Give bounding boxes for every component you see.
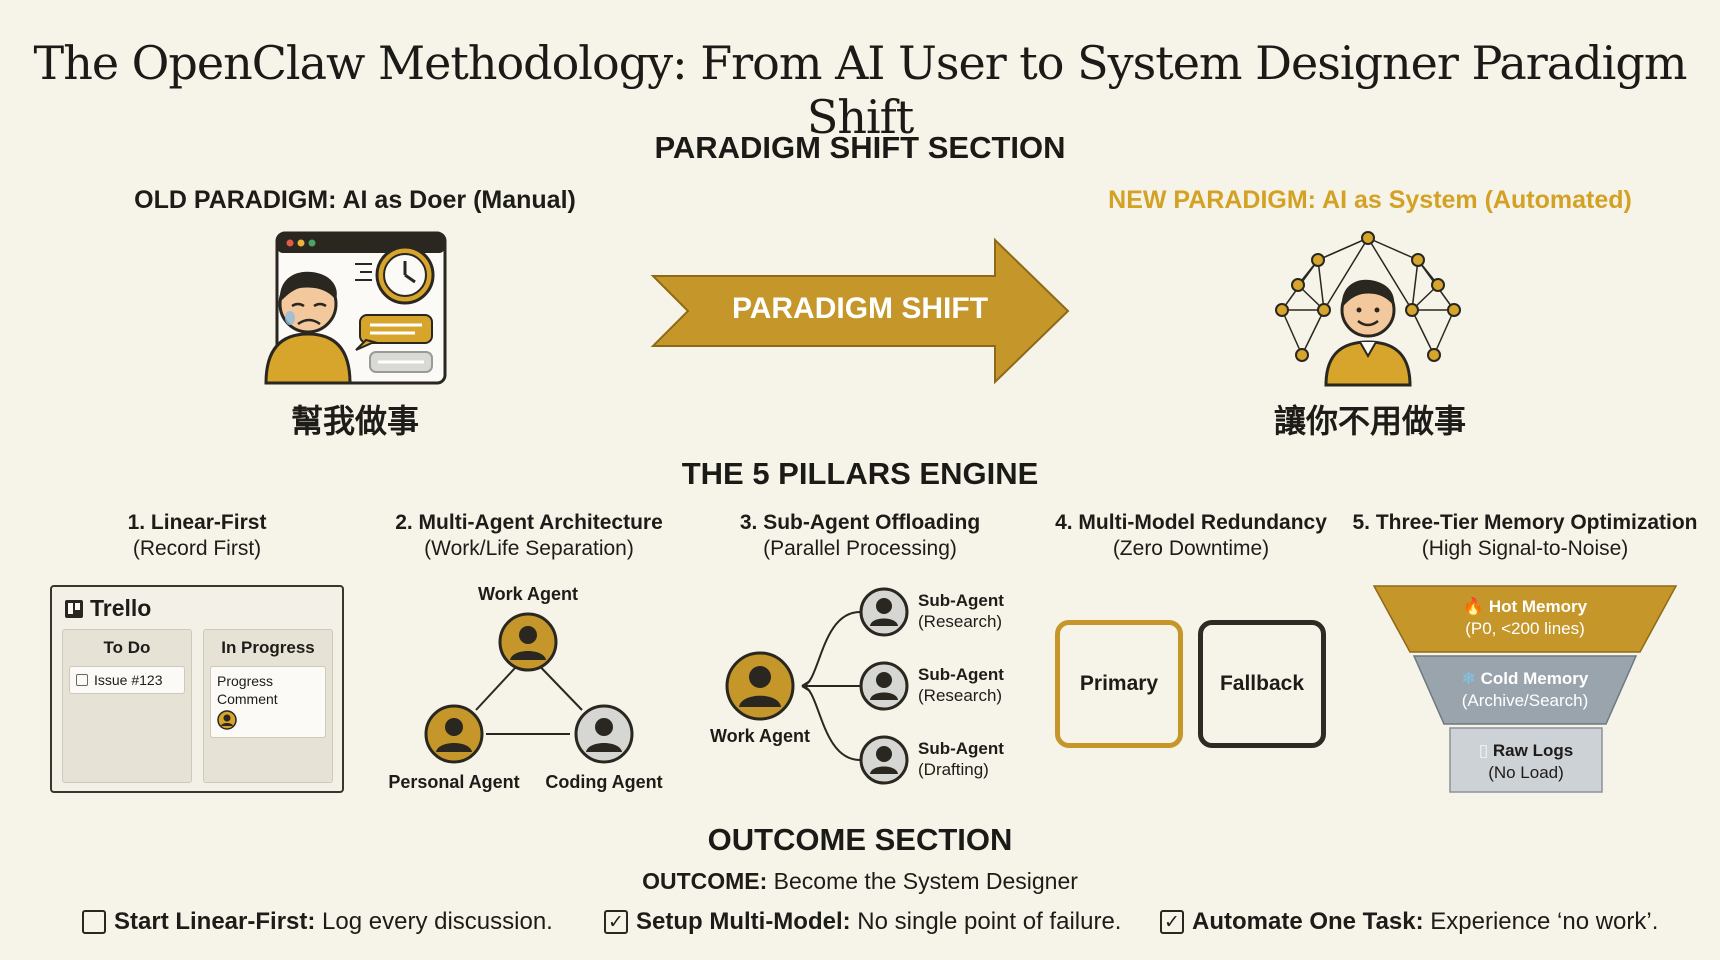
sub-agent-2-name: Sub-Agent (918, 665, 1004, 684)
outcome-lead-text: Become the System Designer (767, 868, 1078, 894)
new-paradigm-caption: 讓你不用做事 (1273, 403, 1466, 439)
hot-memory-tier (1372, 585, 1678, 653)
raw-logs-sub: (No Load) (1488, 763, 1564, 782)
sub-agent-1-role: (Research) (918, 612, 1003, 631)
sub-agent-tree (725, 587, 909, 785)
outcome-lead-bold: OUTCOME: (642, 868, 768, 894)
trello-title: Trello (64, 595, 151, 622)
fire-icon: 🔥 (1462, 597, 1485, 616)
todo-2-text: No single point of failure. (850, 908, 1122, 935)
trello-column-in-progress: In Progress Progress Comment (203, 629, 333, 783)
outcome-heading: OUTCOME SECTION (707, 822, 1013, 857)
page-title: The OpenClaw Methodology: From AI User t… (33, 36, 1688, 144)
pillar-5-heading: 5. Three-Tier Memory Optimization (High … (1340, 510, 1710, 562)
personal-agent-node (424, 704, 484, 764)
pillar-4-heading: 4. Multi-Model Redundancy (Zero Downtime… (1031, 510, 1351, 562)
pillar-2-title: 2. Multi-Agent Architecture (395, 511, 663, 534)
network-person-icon (1275, 231, 1461, 387)
todo-3-bold: Automate One Task: (1192, 908, 1424, 935)
todo-item-2[interactable]: ✓ Setup Multi-Model: No single point of … (604, 908, 1121, 936)
trello-column-progress-title: In Progress (221, 638, 315, 657)
hot-memory-sub: (P0, <200 lines) (1465, 619, 1585, 638)
multi-agent-graph (424, 612, 634, 764)
sub-agent-node-1 (859, 587, 909, 637)
sub-agent-node-3 (859, 735, 909, 785)
sub-agent-node-2 (859, 661, 909, 711)
pillar-3-heading: 3. Sub-Agent Offloading (Parallel Proces… (700, 510, 1020, 562)
pillar-3-subtitle: (Parallel Processing) (763, 537, 957, 560)
fallback-model-label: Fallback (1219, 672, 1305, 695)
sub-agent-1-name: Sub-Agent (918, 591, 1004, 610)
todo-2-checkbox[interactable]: ✓ (604, 910, 628, 934)
hot-memory-title: Hot Memory (1488, 597, 1588, 616)
raw-logs-tier (1449, 727, 1603, 793)
todo-item-3[interactable]: ✓ Automate One Task: Experience ‘no work… (1160, 908, 1658, 936)
pillar-2-subtitle: (Work/Life Separation) (424, 537, 634, 560)
pillar-5-subtitle: (High Signal-to-Noise) (1421, 537, 1629, 560)
cold-memory-text: ❄ Cold Memory (Archive/Search) (1430, 668, 1620, 712)
sub-agent-3-role: (Drafting) (918, 760, 989, 779)
paradigm-shift-arrow (650, 237, 1070, 385)
new-paradigm-label: NEW PARADIGM: AI as System (Automated) (1108, 186, 1632, 214)
pillar-4-subtitle: (Zero Downtime) (1112, 537, 1270, 560)
pillar-2-heading: 2. Multi-Agent Architecture (Work/Life S… (369, 510, 689, 562)
coding-agent-label: Coding Agent (545, 772, 663, 792)
sub-agent-3-name: Sub-Agent (918, 739, 1004, 758)
trello-card-issue-text: Issue #123 (94, 672, 163, 688)
paradigm-shift-arrow-label: PARADIGM SHIFT (731, 292, 989, 325)
trello-card-progress[interactable]: Progress Comment (210, 666, 326, 738)
trello-card-issue[interactable]: Issue #123 (69, 666, 185, 694)
coding-agent-node (574, 704, 634, 764)
hot-memory-text: 🔥 Hot Memory (P0, <200 lines) (1412, 596, 1638, 640)
trello-card-progress-line2: Comment (217, 691, 278, 707)
card-checkbox[interactable] (76, 674, 88, 686)
sub-agent-label-2: Sub-Agent (Research) (918, 664, 1004, 706)
paradigm-section-heading: PARADIGM SHIFT SECTION (654, 130, 1066, 165)
primary-model-label: Primary (1079, 672, 1159, 695)
root-work-agent-node (725, 651, 795, 721)
fallback-model-box: Fallback (1198, 620, 1326, 748)
pillar-1-subtitle: (Record First) (132, 537, 262, 560)
trello-column-todo: To Do Issue #123 (62, 629, 192, 783)
old-paradigm-caption: 幫我做事 (290, 403, 419, 439)
raw-logs-text: ▯ Raw Logs (No Load) (1450, 740, 1602, 784)
todo-3-checkbox[interactable]: ✓ (1160, 910, 1184, 934)
todo-3-text: Experience ‘no work’. (1423, 908, 1659, 935)
pillars-heading: THE 5 PILLARS ENGINE (681, 456, 1039, 491)
avatar (217, 710, 237, 730)
todo-1-text: Log every discussion. (315, 908, 553, 935)
pillar-5-title: 5. Three-Tier Memory Optimization (1352, 511, 1698, 534)
todo-item-1[interactable]: Start Linear-First: Log every discussion… (82, 908, 553, 936)
trello-title-text: Trello (90, 595, 152, 621)
sub-agent-2-role: (Research) (918, 686, 1003, 705)
todo-1-bold: Start Linear-First: (114, 908, 316, 935)
personal-agent-label: Personal Agent (388, 772, 520, 792)
sub-agent-label-3: Sub-Agent (Drafting) (918, 738, 1004, 780)
todo-1-checkbox[interactable] (82, 910, 106, 934)
offload-work-agent-label: Work Agent (709, 726, 810, 746)
trello-column-todo-title: To Do (103, 638, 151, 657)
cold-memory-sub: (Archive/Search) (1461, 691, 1589, 710)
memory-funnel (1372, 585, 1678, 793)
work-agent-node (498, 612, 558, 672)
trello-card-progress-line1: Progress (217, 673, 274, 689)
cold-memory-title: Cold Memory (1480, 669, 1589, 688)
pillar-1-title: 1. Linear-First (127, 511, 267, 534)
primary-model-box: Primary (1055, 620, 1183, 748)
raw-logs-title: Raw Logs (1492, 741, 1574, 760)
trello-icon (65, 599, 83, 618)
work-agent-label: Work Agent (477, 584, 578, 604)
snowflake-icon: ❄ (1461, 669, 1476, 688)
pillar-1-heading: 1. Linear-First (Record First) (37, 510, 357, 562)
stressed-user-icon (264, 231, 447, 385)
outcome-statement: OUTCOME: Become the System Designer (0, 868, 1720, 895)
todo-2-bold: Setup Multi-Model: (636, 908, 851, 935)
sub-agent-label-1: Sub-Agent (Research) (918, 590, 1004, 632)
document-icon: ▯ (1478, 741, 1489, 760)
pillar-3-title: 3. Sub-Agent Offloading (739, 511, 981, 534)
trello-board: Trello To Do Issue #123 In Progress Prog… (50, 585, 344, 793)
old-paradigm-label: OLD PARADIGM: AI as Doer (Manual) (134, 186, 576, 214)
cold-memory-tier (1412, 655, 1638, 725)
pillar-4-title: 4. Multi-Model Redundancy (1055, 511, 1327, 534)
